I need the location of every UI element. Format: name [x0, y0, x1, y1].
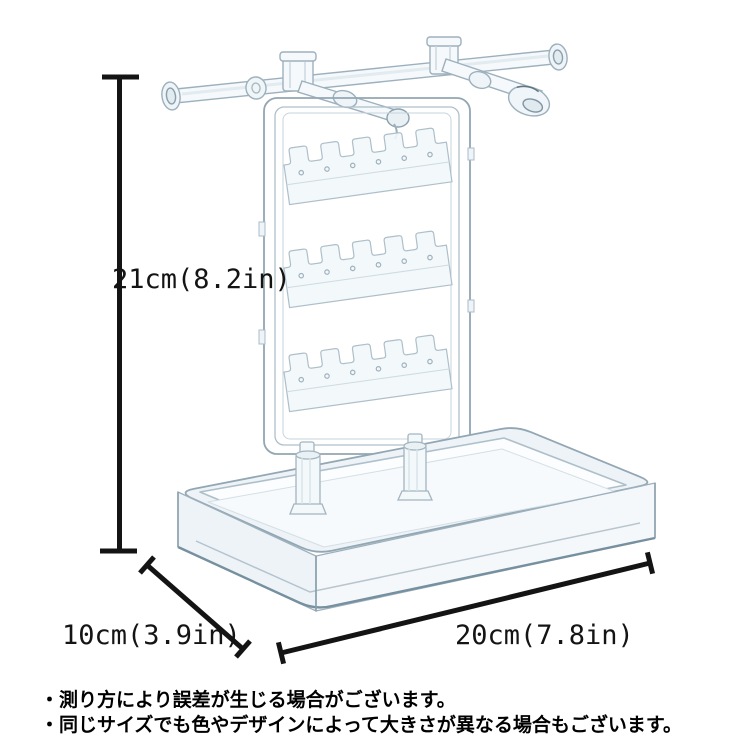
bar-end-cap-left: [161, 81, 181, 111]
height-dimension-label: 21cm(8.2in): [112, 264, 291, 295]
disclaimer-note-2: ・同じサイズでも色やデザインによって大きさが異なる場合もございます。: [40, 715, 683, 736]
depth-dimension-label: 10cm(3.9in): [62, 620, 241, 651]
right-arm-end: [507, 85, 551, 117]
height-dimension-line: [100, 74, 139, 554]
support-legs: [289, 433, 434, 515]
disclaimer-note-1: ・測り方により誤差が生じる場合がございます。: [40, 690, 456, 711]
width-dimension-label: 20cm(7.8in): [455, 620, 634, 651]
base-tray-walls: [177, 482, 656, 613]
earring-plates: [283, 127, 453, 413]
depth-dimension-line: [138, 555, 252, 659]
earring-plate-row: [283, 127, 453, 206]
disclaimer-notes: ・測り方により誤差が生じる場合がございます。 ・同じサイズでも色やデザインによっ…: [40, 688, 720, 738]
bar-end-cap-right: [548, 43, 568, 71]
earring-plate-row: [283, 230, 453, 309]
width-dimension-line: [275, 551, 656, 665]
earring-plate-row: [283, 334, 453, 413]
hanging-bars: [161, 36, 568, 140]
